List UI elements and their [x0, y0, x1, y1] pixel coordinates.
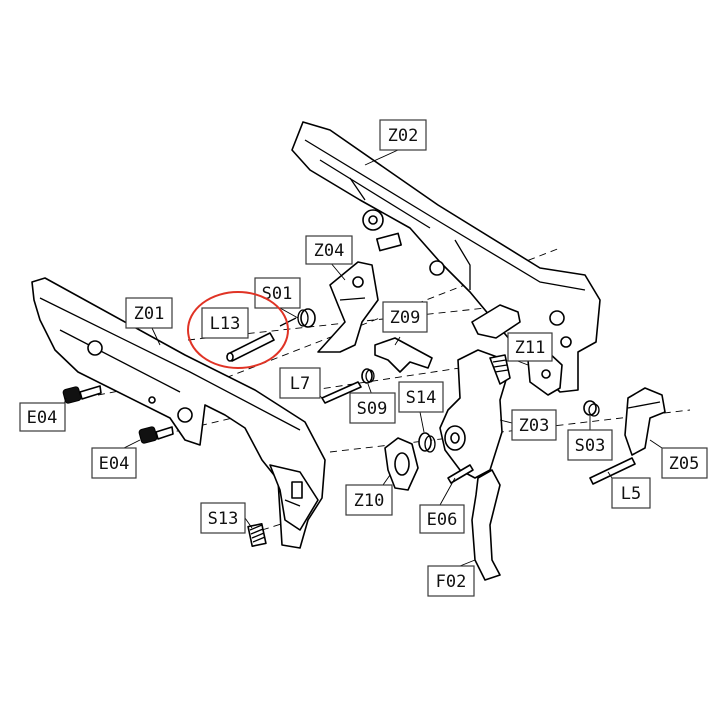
part-z10 [384, 437, 419, 491]
part-s09-spring [361, 368, 375, 384]
label-l7: L7 [279, 367, 321, 399]
part-z03-hammer [439, 349, 511, 479]
label-z09: Z09 [382, 301, 428, 333]
label-z03: Z03 [511, 409, 557, 441]
part-l7-pin [321, 381, 362, 404]
label-z11-text: Z11 [515, 338, 546, 358]
label-f02-text: F02 [436, 572, 467, 592]
label-s01: S01 [254, 277, 301, 309]
part-z09 [374, 337, 433, 373]
part-l13-pin [226, 332, 275, 362]
label-z02: Z02 [379, 119, 427, 151]
part-s03-spring [583, 400, 600, 417]
label-z09-text: Z09 [390, 308, 421, 328]
label-e06-text: E06 [427, 510, 458, 530]
part-s14-spring [418, 432, 436, 453]
part-z02-right-frame [291, 121, 601, 393]
label-z05: Z05 [661, 447, 708, 479]
label-z01: Z01 [125, 297, 173, 329]
label-z02-text: Z02 [388, 126, 419, 146]
label-l5: L5 [611, 477, 651, 509]
label-s13: S13 [200, 502, 246, 534]
part-e04-screw-top [62, 385, 102, 404]
label-f02: F02 [427, 565, 475, 597]
label-l7-text: L7 [290, 374, 310, 394]
label-l5-text: L5 [621, 484, 641, 504]
label-e04-bottom-text: E04 [99, 454, 130, 474]
label-z10-text: Z10 [354, 491, 385, 511]
label-z04: Z04 [305, 235, 353, 265]
label-s14: S14 [398, 381, 444, 413]
label-e06: E06 [419, 504, 465, 534]
part-l5-pin [589, 457, 636, 485]
label-s09: S09 [349, 392, 396, 424]
label-s03-text: S03 [575, 436, 606, 456]
label-s13-text: S13 [208, 509, 239, 529]
highlight-circle-l13 [187, 291, 289, 369]
label-z10: Z10 [345, 484, 393, 516]
label-e04-top: E04 [19, 402, 66, 432]
part-s13-spring [247, 522, 267, 548]
part-z01-left-frame [31, 277, 326, 549]
part-z04-hammer [317, 261, 379, 353]
label-z03-text: Z03 [519, 416, 550, 436]
label-l13: L13 [201, 307, 249, 339]
part-z05 [624, 387, 666, 456]
label-s03: S03 [567, 429, 613, 461]
label-z11: Z11 [507, 332, 553, 362]
part-z11 [471, 304, 563, 396]
label-z04-text: Z04 [314, 241, 345, 261]
part-f02-trigger [471, 469, 501, 581]
label-s01-text: S01 [262, 284, 293, 304]
label-s09-text: S09 [357, 399, 388, 419]
label-z01-text: Z01 [134, 304, 165, 324]
label-e04-bottom: E04 [91, 447, 137, 479]
label-l13-text: L13 [210, 314, 241, 334]
label-e04-top-text: E04 [27, 408, 58, 428]
label-s14-text: S14 [406, 388, 437, 408]
part-e04-screw-bottom [138, 426, 174, 444]
label-z05-text: Z05 [669, 454, 700, 474]
